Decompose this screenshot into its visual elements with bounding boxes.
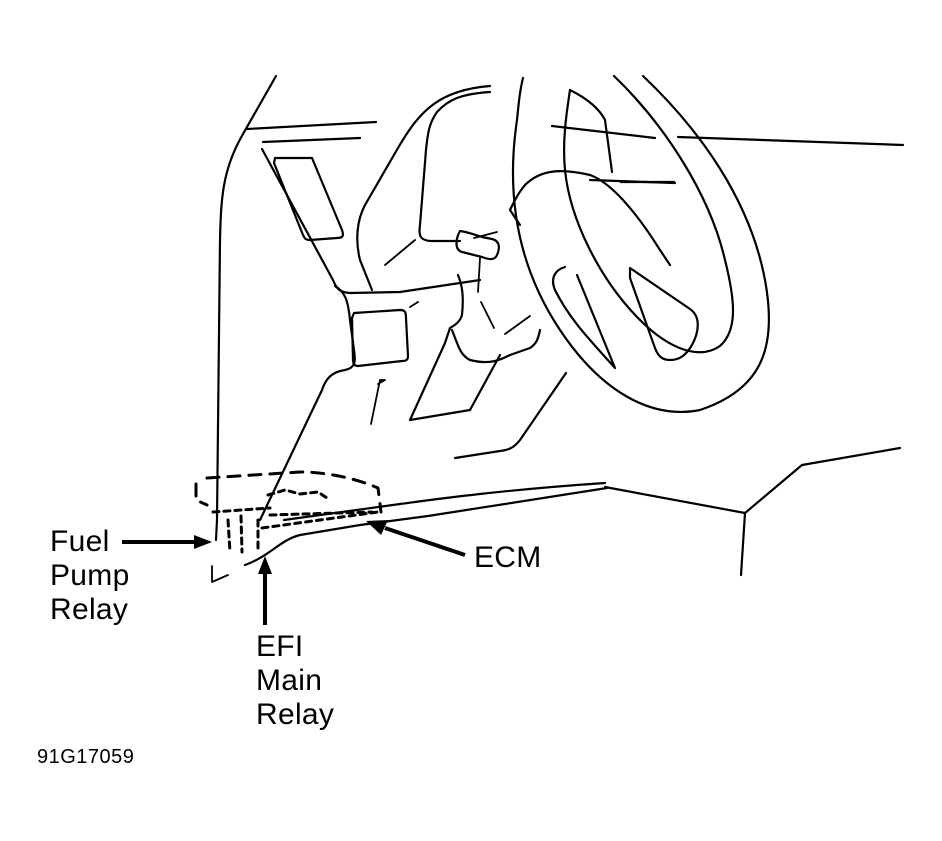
label-line: Relay: [50, 593, 129, 626]
left-vent: [272, 156, 345, 242]
kick-panel-top: [603, 446, 902, 515]
efi-main-relay-label: EFI Main Relay: [256, 630, 334, 732]
relay-box-hidden-front: [211, 488, 380, 554]
label-line: Pump: [50, 559, 130, 592]
column-shroud: [408, 273, 502, 422]
relay-box-hidden-base: [211, 565, 229, 583]
ecm-label: ECM: [474, 541, 542, 575]
floor-line-right: [453, 371, 568, 460]
cluster-hood: [356, 84, 492, 292]
hub-upper: [568, 88, 677, 185]
fuel-pump-relay-arrow: [122, 535, 212, 549]
left-panel-outline: [260, 147, 482, 295]
steering-wheel-hub: [523, 170, 672, 267]
hood-diag: [384, 239, 416, 266]
label-line: Relay: [256, 698, 335, 731]
figure-id: 91G17059: [37, 746, 135, 768]
label-line: Fuel: [50, 525, 110, 558]
right-spoke: [628, 266, 699, 362]
hub-inner: [508, 183, 527, 227]
relay-box-hidden-outline: [194, 470, 383, 514]
left-spoke: [551, 265, 617, 370]
stalk-line: [473, 231, 498, 293]
turn-signal-stalk: [455, 229, 500, 261]
steering-wheel-rim-inner: [562, 74, 735, 354]
column-detail: [480, 301, 531, 335]
label-line: EFI: [256, 630, 304, 663]
label-line: Main: [256, 664, 323, 697]
ecm-bracket-lower: [243, 486, 609, 567]
console-left-edge: [258, 284, 356, 522]
lower-switch-panel: [350, 308, 410, 368]
dash-top-line: [245, 120, 378, 131]
steering-wheel-rim-outer: [511, 74, 771, 413]
dash-top-right: [550, 124, 905, 147]
ecm-bracket-upper: [282, 481, 607, 522]
label-line: ECM: [474, 541, 542, 574]
fuel-pump-relay-label: Fuel Pump Relay: [50, 525, 130, 627]
ecm-arrow: [366, 520, 466, 557]
column-lower: [450, 328, 542, 364]
lower-panel-tick: [370, 301, 419, 425]
kick-panel-vertical: [739, 511, 747, 577]
cluster-hood-inner: [418, 90, 492, 243]
a-pillar-line: [214, 74, 278, 542]
dash-top-line-2: [261, 136, 362, 144]
efi-main-relay-arrow: [258, 556, 272, 625]
